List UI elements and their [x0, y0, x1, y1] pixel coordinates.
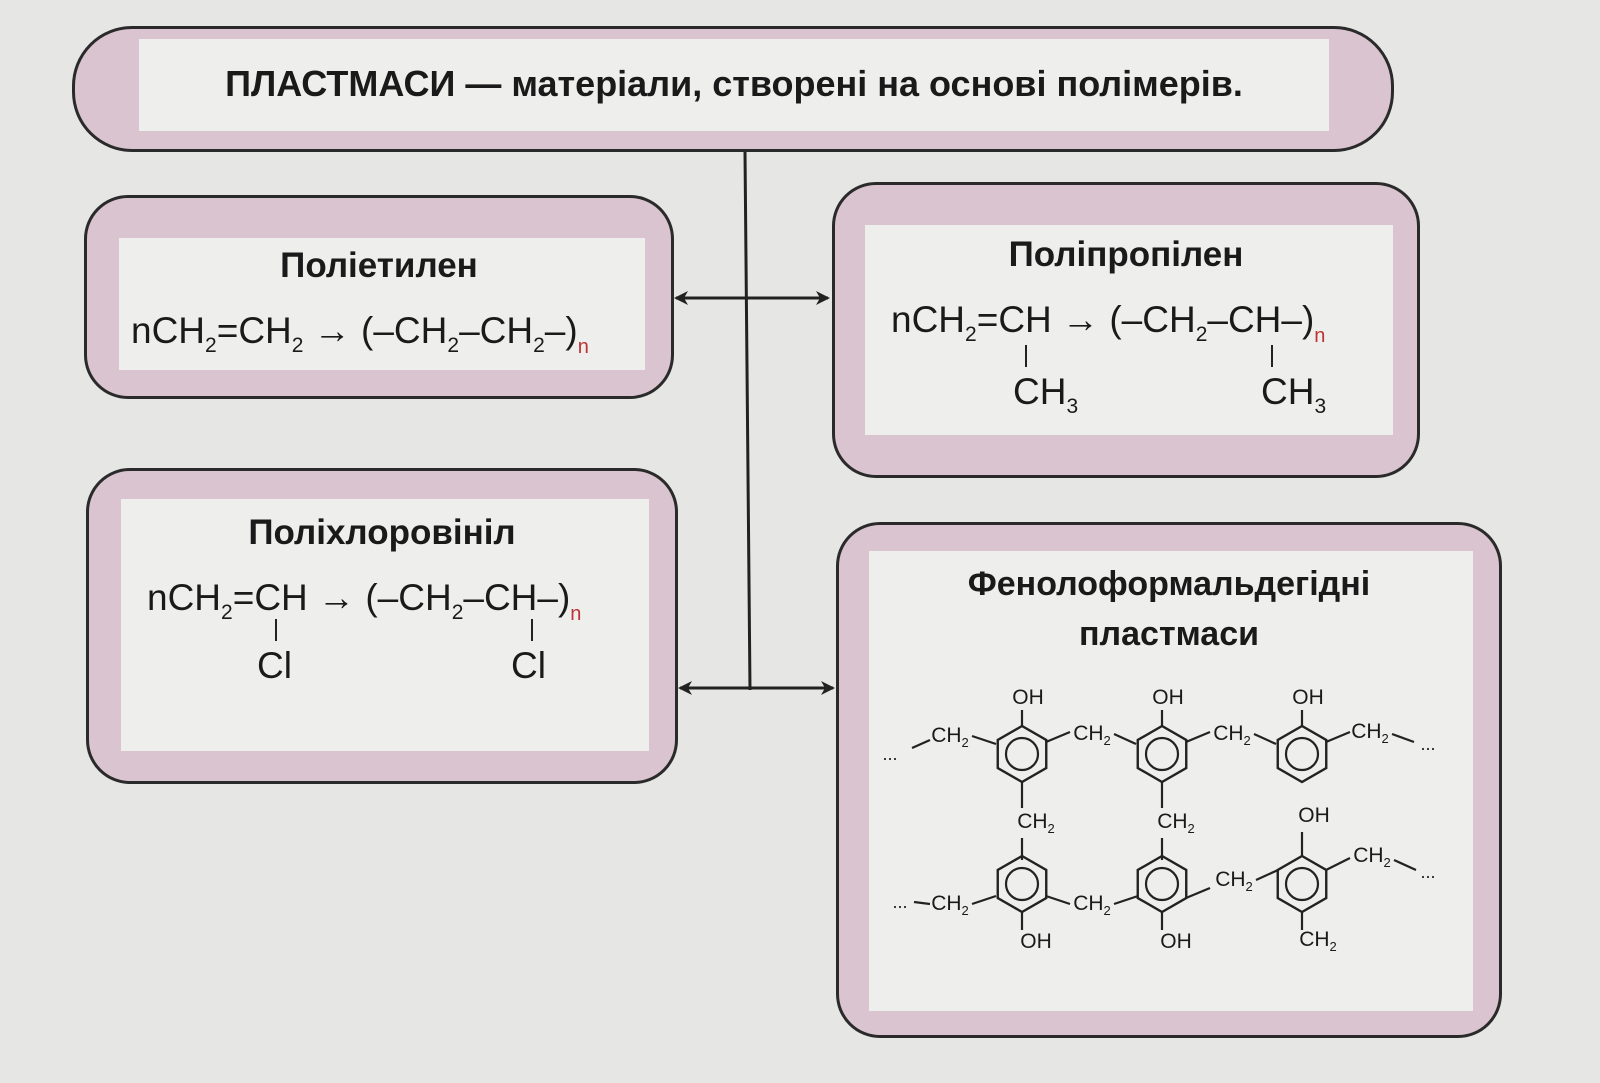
- ellipsis-lower-right: ...: [1420, 862, 1435, 882]
- lower-ring-1-aromatic: [1004, 866, 1040, 902]
- bond: [1255, 868, 1279, 882]
- pvc-chlorine-1: Cl: [257, 645, 292, 686]
- title-rest: — матеріали, створені на основі полімері…: [455, 63, 1243, 104]
- bond: [1113, 894, 1139, 906]
- polyethylene-formula: nCH2=CH2 → (–CH2–CH2–)n: [131, 310, 589, 358]
- lower-oh-2: OH: [1160, 930, 1192, 953]
- bond: [1185, 730, 1211, 744]
- header-box: ПЛАСТМАСИ — матеріали, створені на основ…: [72, 26, 1394, 152]
- pvc-title: Поліхлоровініл: [248, 513, 516, 552]
- lower-oh-1: OH: [1020, 930, 1052, 953]
- upper-ring-3: [1276, 724, 1328, 784]
- lower-ch2-2: CH2: [1215, 868, 1253, 894]
- bond: [1325, 857, 1351, 871]
- ellipsis-lower-left: ...: [892, 892, 907, 912]
- upper-oh-2: OH: [1152, 686, 1184, 709]
- lower-ch2-0: CH2: [931, 892, 969, 918]
- bond: [1113, 732, 1137, 746]
- upper-ring-3-aromatic: [1284, 736, 1320, 772]
- pp-methyl-2: CH3: [1261, 371, 1327, 418]
- pp-bond-1: [1025, 345, 1027, 367]
- polypropylene-inner: [865, 225, 1393, 435]
- ellipsis-upper-left: ...: [882, 744, 897, 764]
- pvc-bond-2: [531, 619, 533, 641]
- bond: [971, 894, 997, 906]
- pvc-chlorine-2: Cl: [511, 645, 546, 686]
- pvc-bond-1: [275, 619, 277, 641]
- bond: [1045, 894, 1071, 906]
- upper-ring-2-aromatic: [1144, 736, 1180, 772]
- header-inner: ПЛАСТМАСИ — матеріали, створені на основ…: [139, 39, 1329, 131]
- bridge-ch2-1: CH2: [1017, 810, 1055, 836]
- upper-ch2-0: CH2: [931, 724, 969, 750]
- page-title: ПЛАСТМАСИ — матеріали, створені на основ…: [139, 63, 1329, 105]
- lower-ch2-1: CH2: [1073, 892, 1111, 918]
- bond: [971, 734, 997, 746]
- bridge-ch2-2: CH2: [1157, 810, 1195, 836]
- bond: [1391, 732, 1415, 744]
- lower-oh-3: OH: [1298, 804, 1330, 827]
- lower-ring-3-aromatic: [1284, 866, 1320, 902]
- pp-methyl-1: CH3: [1013, 371, 1079, 418]
- upper-oh-1: OH: [1012, 686, 1044, 709]
- bond: [1185, 886, 1211, 900]
- pvc-formula: nCH2=CH → (–CH2–CH–)n: [147, 577, 582, 625]
- upper-oh-3: OH: [1292, 686, 1324, 709]
- upper-ring-1-aromatic: [1004, 736, 1040, 772]
- lower-ch2-bottom: CH2: [1299, 928, 1337, 954]
- upper-ch2-3: CH2: [1351, 720, 1389, 746]
- phenol-title-line2: пластмаси: [1078, 615, 1260, 653]
- polyethylene-title: Поліетилен: [280, 246, 478, 285]
- lower-ring-2-aromatic: [1144, 866, 1180, 902]
- bond: [911, 738, 931, 750]
- polypropylene-formula: nCH2=CH → (–CH2–CH–)n: [891, 299, 1326, 347]
- upper-ch2-1: CH2: [1073, 722, 1111, 748]
- lower-ch2-3: CH2: [1353, 844, 1391, 870]
- pp-bond-2: [1271, 345, 1273, 367]
- pvc-box: Поліхлоровініл nCH2=CH → (–CH2–CH–)n Cl …: [86, 468, 678, 784]
- upper-ch2-2: CH2: [1213, 722, 1251, 748]
- polypropylene-box: Поліпропілен nCH2=CH → (–CH2–CH–)n CH3 C…: [832, 182, 1420, 478]
- title-strong: ПЛАСТМАСИ: [225, 63, 456, 104]
- polypropylene-title: Поліпропілен: [1008, 235, 1244, 274]
- bond: [1253, 732, 1277, 746]
- phenol-box: Фенолоформальдегідні пластмаси: [836, 522, 1502, 1038]
- ellipsis-upper-right: ...: [1420, 734, 1435, 754]
- phenol-inner: [869, 551, 1473, 1011]
- pvc-inner: [121, 499, 649, 751]
- phenol-title-line1: Фенолоформальдегідні: [967, 565, 1371, 603]
- bond: [1325, 730, 1351, 744]
- bond: [1393, 858, 1417, 872]
- polyethylene-inner: [119, 238, 645, 370]
- bond: [1045, 730, 1071, 744]
- polyethylene-box: Поліетилен nCH2=CH2 → (–CH2–CH2–)n: [84, 195, 674, 399]
- bond: [913, 900, 931, 906]
- trunk-line: [743, 151, 752, 691]
